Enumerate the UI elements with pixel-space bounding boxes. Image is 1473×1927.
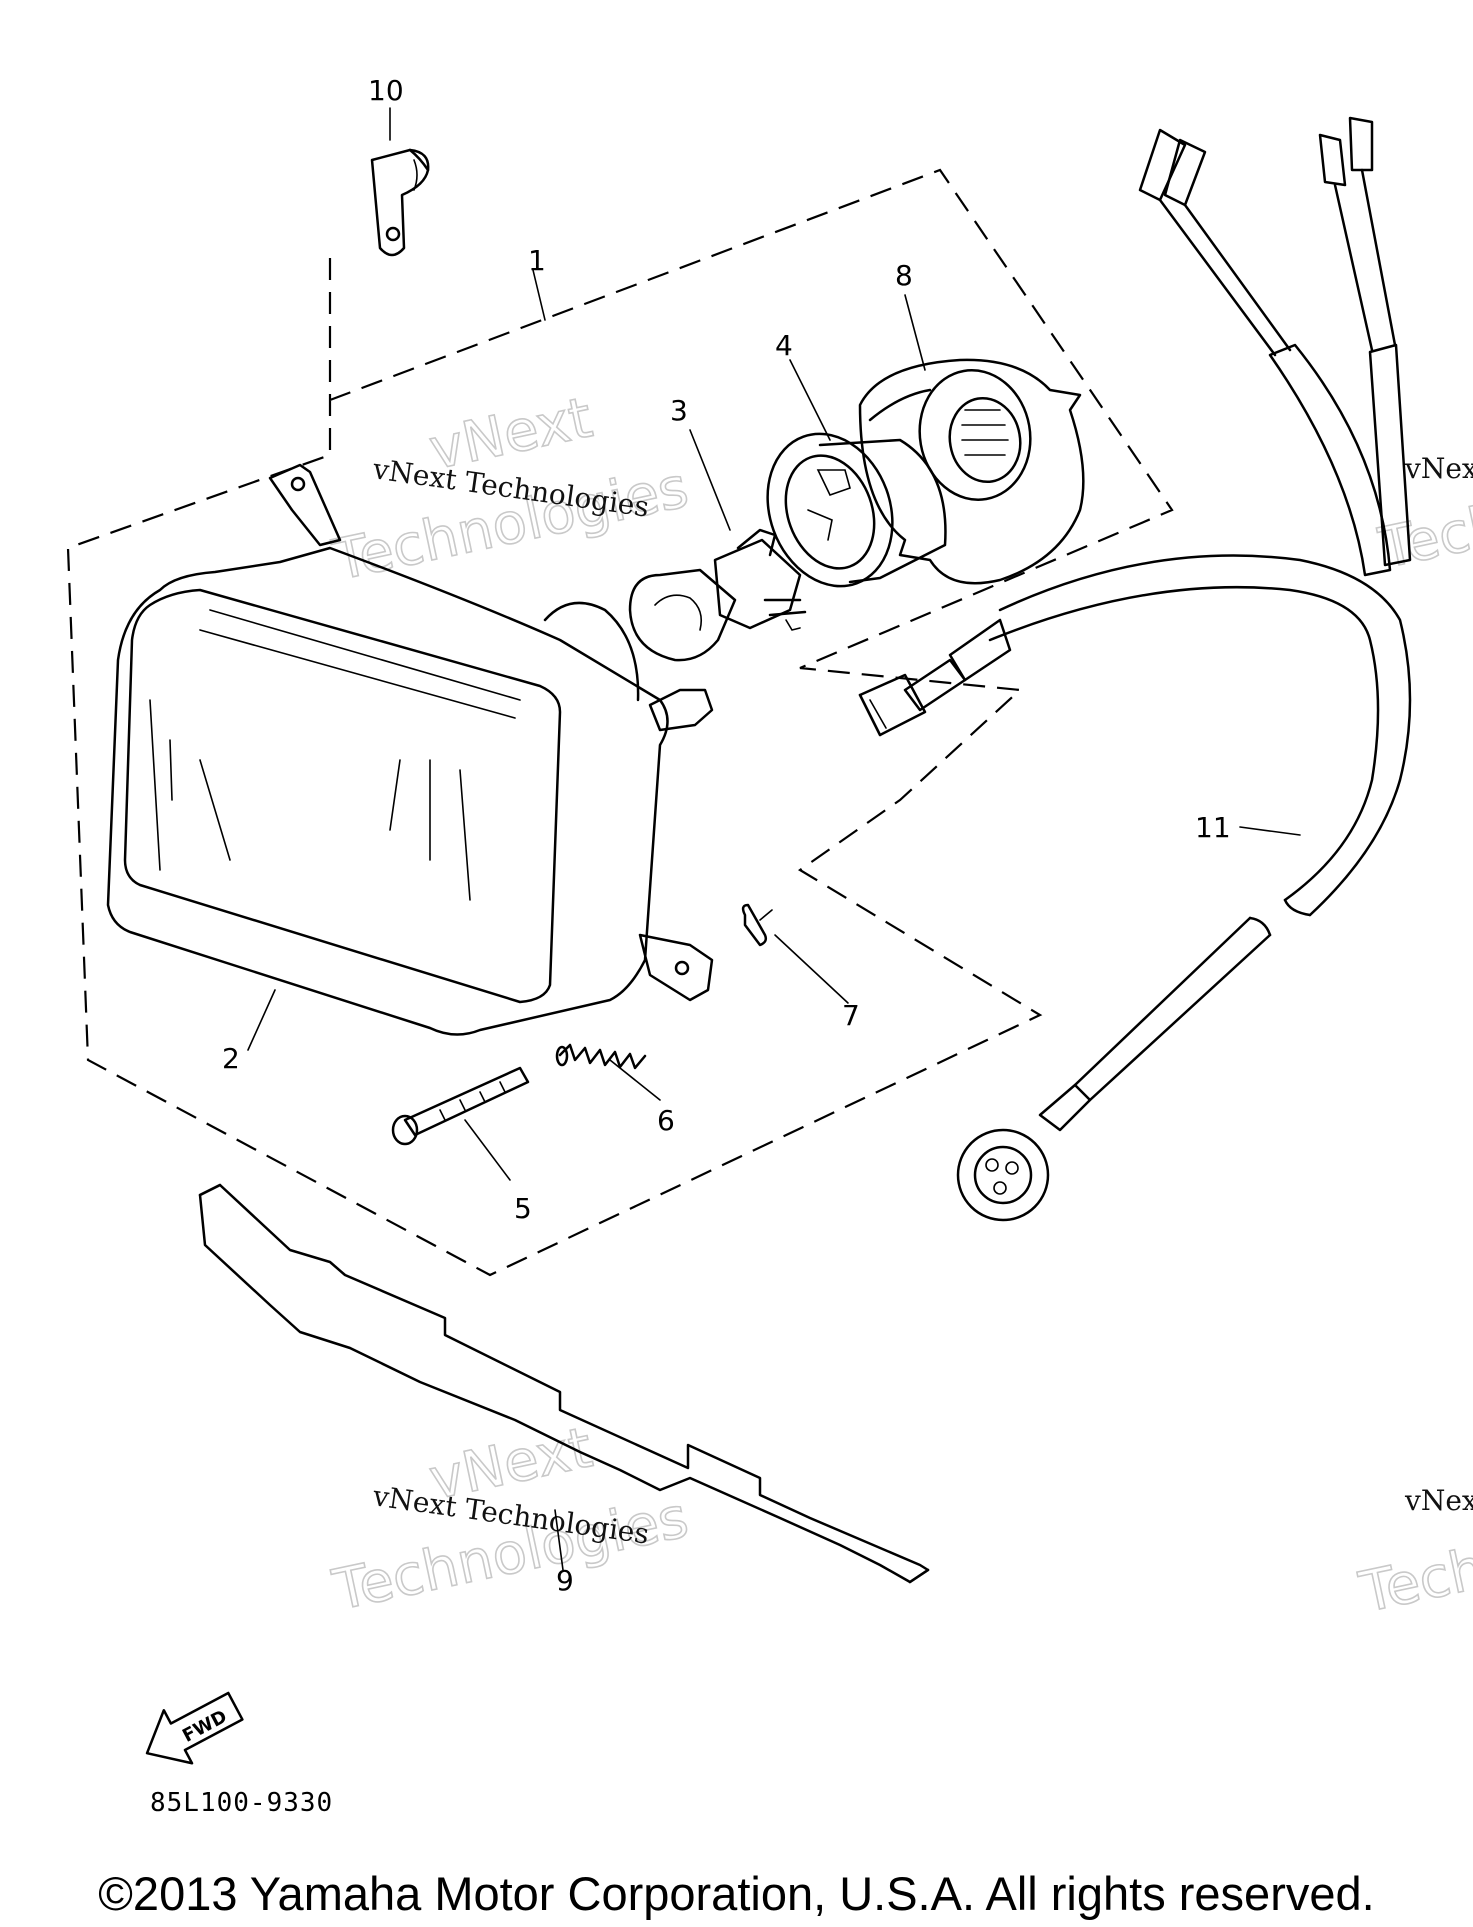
callout-3: 3 [670,394,688,427]
callout-11: 11 [1195,811,1231,844]
callout-5: 5 [514,1192,532,1225]
assembly-outline [66,168,1174,1277]
callout-7: 7 [842,999,860,1032]
part-4-socket [766,432,947,588]
part-2-headlight [106,463,714,1036]
part-7-pin [741,903,773,947]
callout-6: 6 [657,1104,675,1137]
callout-2: 2 [222,1042,240,1075]
svg-text:vNex: vNex [1404,452,1473,485]
diagram-code: 85L100-9330 [150,1788,333,1818]
part-5-screw [391,1066,530,1146]
callout-10: 10 [368,74,404,107]
part-10-clip [370,148,430,257]
part-3-bulb [628,528,807,662]
watermark-top-left: vNext Technologies vNext Technologies [327,385,695,595]
watermark-bottom-right: vNex Tech [1353,1484,1473,1627]
callout-4: 4 [775,329,793,362]
copyright-notice: ©2013 Yamaha Motor Corporation, U.S.A. A… [98,1867,1375,1920]
part-11-harness [858,116,1412,1222]
svg-text:Tech: Tech [1354,1536,1473,1626]
leader-lines [247,107,1301,1571]
callout-1: 1 [528,244,546,277]
fwd-arrow: FWD [145,1691,244,1765]
svg-text:vNex: vNex [1404,1484,1473,1517]
svg-text:Tech: Tech [1373,492,1473,582]
part-6-spring [555,1043,647,1070]
callout-8: 8 [895,259,913,292]
callout-9: 9 [556,1564,574,1597]
callout-labels: 10 1 8 4 3 2 7 6 5 11 9 [222,74,1231,1597]
part-8-cover [858,358,1085,585]
part-9-strip [198,1183,930,1584]
